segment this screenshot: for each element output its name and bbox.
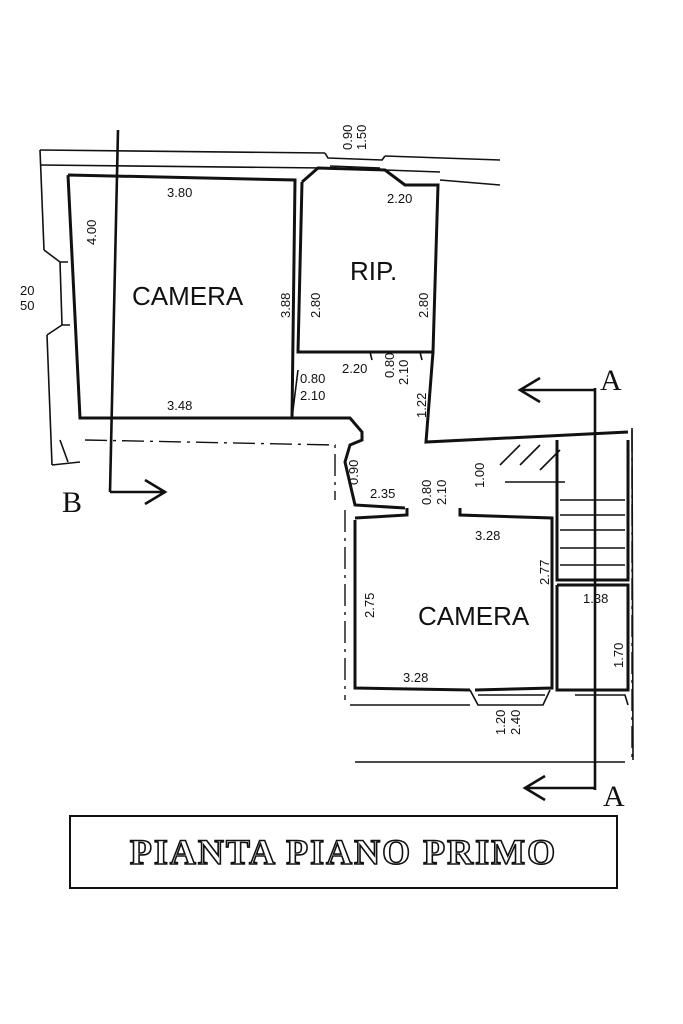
outer-wall-left xyxy=(39,149,53,466)
dim-122: 1.22 xyxy=(414,393,429,418)
room-label-camera-bottom: CAMERA xyxy=(418,601,530,631)
dim-210-c: 2.10 xyxy=(434,480,449,505)
dim-080-c: 0.80 xyxy=(419,480,434,505)
dim-280-rip-left: 2.80 xyxy=(308,293,323,318)
door-openings xyxy=(291,351,423,419)
room-label-ripostiglio: RIP. xyxy=(350,256,397,286)
dim-20: 20 xyxy=(20,283,34,298)
dim-138: 1.38 xyxy=(583,591,608,606)
dim-090-side: 0.90 xyxy=(346,460,361,485)
dashed-outline-right xyxy=(344,430,633,760)
dim-388: 3.88 xyxy=(278,293,293,318)
stair-steps xyxy=(499,444,625,566)
dim-50: 50 xyxy=(20,298,34,313)
plan-title: PIANTA PIANO PRIMO xyxy=(129,831,558,873)
bottom-outer-line xyxy=(350,704,625,763)
dim-328-top: 3.28 xyxy=(475,528,500,543)
section-a-arrow-top xyxy=(517,376,595,404)
section-label-a-top: A xyxy=(600,364,622,397)
dim-170: 1.70 xyxy=(611,643,626,668)
bottom-window xyxy=(469,689,551,706)
room-label-camera-top: CAMERA xyxy=(132,281,244,311)
stair-walls xyxy=(555,440,630,582)
section-a-arrow-bottom xyxy=(522,774,595,802)
outer-line-right xyxy=(439,179,501,186)
section-b-axis xyxy=(108,129,120,493)
dim-210-a: 2.10 xyxy=(300,388,325,403)
section-label-a-bottom: A xyxy=(603,780,625,813)
dim-240: 2.40 xyxy=(508,710,523,735)
dim-120: 1.20 xyxy=(493,710,508,735)
corridor-walls xyxy=(292,351,629,510)
dashed-outline-left xyxy=(84,439,336,500)
dim-348: 3.48 xyxy=(167,398,192,413)
dim-210-b: 2.10 xyxy=(396,360,411,385)
dim-150-top: 1.50 xyxy=(354,125,369,150)
plan-title-box: PIANTA PIANO PRIMO xyxy=(69,815,618,889)
outer-wall-top xyxy=(39,149,501,161)
dim-280-rip-right: 2.80 xyxy=(416,293,431,318)
dim-328-bottom: 3.28 xyxy=(403,670,428,685)
left-window xyxy=(43,249,70,336)
dim-277: 2.77 xyxy=(537,560,552,585)
dim-380: 3.80 xyxy=(167,185,192,200)
left-wall-bottom xyxy=(51,439,81,466)
outer-wall-top-inner xyxy=(39,164,441,173)
section-b-arrow xyxy=(110,478,168,506)
camera-bottom-walls xyxy=(353,508,554,692)
dim-100: 1.00 xyxy=(472,463,487,488)
dim-080-a: 0.80 xyxy=(300,371,325,386)
dim-235: 2.35 xyxy=(370,486,395,501)
dim-275: 2.75 xyxy=(362,593,377,618)
top-window xyxy=(324,152,386,169)
section-label-b: B xyxy=(62,486,82,519)
dim-220-rip-top: 2.20 xyxy=(387,191,412,206)
dim-080-b: 0.80 xyxy=(382,353,397,378)
dim-090-top: 0.90 xyxy=(340,125,355,150)
ripostiglio-walls xyxy=(296,166,440,354)
dim-220-rip-bottom: 2.20 xyxy=(342,361,367,376)
dim-400: 4.00 xyxy=(84,220,99,245)
side-room-walls xyxy=(555,583,630,692)
